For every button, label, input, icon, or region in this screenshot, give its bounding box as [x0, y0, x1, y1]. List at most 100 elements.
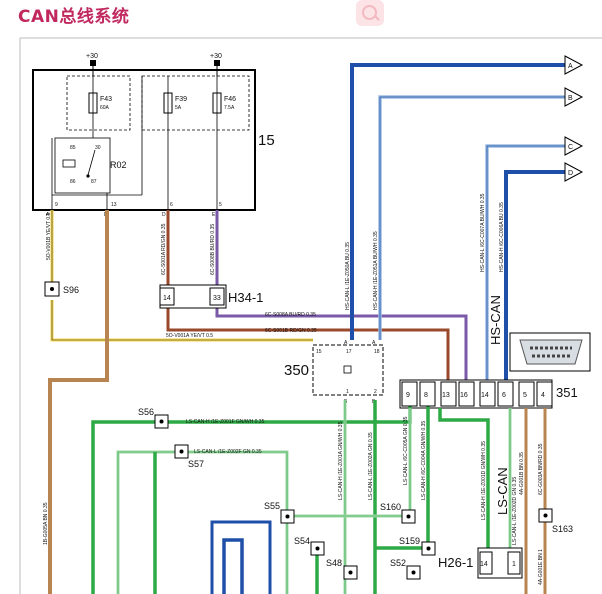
wire-label-6c008a: 6C-S008A BU/RD 0.35 [265, 312, 316, 318]
box15-pin-9: 9 [55, 202, 58, 208]
connector-351-label: 351 [556, 385, 578, 400]
wire-label-5o: 5O-V001B YE/VT 0.5 [46, 212, 52, 260]
box15-pin-6: 6 [170, 202, 173, 208]
wire-label-4a1: 4A-G001B BN 0.35 [519, 452, 525, 495]
wire-brown-ground [524, 408, 547, 594]
connector-351-pins: 9 8 13 16 14 6 5 4 [401, 381, 553, 407]
m350-pin-17: 17 [346, 349, 352, 355]
fuse-f46-rating: 7.5A [224, 105, 235, 111]
wire-label-1b: 1B-G005A BN 0.35 [43, 502, 49, 545]
wire-label-hsl2: HS-CAN-L /6C-C007A BU/WH 0.35 [480, 193, 486, 272]
splice-s56: S56 [138, 407, 169, 429]
splice-s52: S52 [390, 558, 421, 580]
wire-label-ls3: LS-CAN-H /1E-Z001A GN/WH 0.35 [338, 421, 344, 500]
arrow-d-label: D [568, 170, 573, 177]
fuse-f39-rating: 5A [175, 105, 182, 111]
splice-s55-label: S55 [264, 501, 280, 511]
m351-pin-9: 9 [406, 392, 410, 399]
m351-pin-8: 8 [424, 392, 428, 399]
wire-label-5o001a: 5O-V001A YE/VT 0.5 [166, 333, 213, 339]
splice-s96-label: S96 [63, 285, 79, 295]
m350-pin-18: 18 [374, 349, 380, 355]
relay-pin-85: 85 [70, 145, 76, 151]
relay-switch-icon [87, 149, 96, 176]
wire-label-ls5: LS-CAN-L /6C-C005A GN 0.35 [403, 416, 409, 485]
wire-label-hsh: HS-CAN-H /1E-Z051A BU/WH 0.35 [373, 231, 379, 310]
wire-label-4a2: 6C-G003A BN/RD 0.35 [538, 443, 544, 495]
h26-pin-1: 1 [512, 561, 516, 568]
wire-yellow [50, 210, 313, 342]
h34-pin-33: 33 [213, 295, 221, 302]
connector-h34-label: H34-1 [228, 290, 263, 305]
ls-can-label: LS-CAN [495, 467, 510, 515]
m350-pin-2: 2 [374, 389, 377, 395]
module-15: 15 +30 +30 F43 60A F39 5A F46 7.5A 85 30… [32, 53, 275, 218]
arrow-a: A [564, 55, 584, 75]
wire-label-hsl: HS-CAN-L /1E-Z050A BU 0.35 [345, 242, 351, 310]
wire-rdgn [166, 210, 450, 380]
module-350: 350 15 A 17 A 18 B 1 B 2 [284, 340, 384, 405]
arrow-a-label: A [568, 63, 573, 70]
box15-pin-5: 5 [219, 202, 222, 208]
splice-s54: S54 [294, 536, 325, 556]
connector-h26: 14 1 H26-1 [438, 547, 523, 579]
fuse-f43-rating: 60A [100, 105, 110, 111]
supply-left-label: +30 [86, 53, 98, 60]
m350-pin-a1: A [344, 340, 348, 346]
wire-label-ls2: LS-CAN-L /1E-Z002F GN 0.35 [194, 449, 262, 455]
module-350-label: 350 [284, 362, 309, 379]
wire-label-ls4: LS-CAN-L /1E-Z002A GN 0.35 [368, 432, 374, 500]
splice-s160: S160 [380, 502, 416, 524]
box15-pin-d2: D [162, 212, 166, 218]
relay-pin-86: 86 [70, 179, 76, 185]
relay-coil-icon [62, 159, 76, 168]
zoom-button[interactable] [356, 0, 384, 26]
arrow-d: D [564, 162, 584, 182]
relay-pin-30: 30 [95, 145, 101, 151]
page-title: CAN总线系统 [18, 7, 130, 27]
relay-pin-87: 87 [91, 179, 97, 185]
connector-h26-label: H26-1 [438, 555, 473, 570]
supply-right-label: +30 [210, 53, 222, 60]
wire-label-6c001b: 6C-S001B RD/GN 0.35 [265, 328, 317, 334]
arrow-b-label: B [568, 95, 573, 102]
wire-burd [215, 210, 468, 380]
m351-pin-16: 16 [460, 392, 468, 399]
splice-s163: S163 [538, 508, 573, 534]
m350-pin-15: 15 [316, 349, 322, 355]
wire-label-4a3: 4A-G001E BN 1 [538, 549, 544, 585]
fuse-group-box [141, 75, 250, 131]
wire-label-ls8: LS-CAN-L /1E-Z002D GN 0.35 [512, 477, 518, 545]
splice-s160-label: S160 [380, 502, 401, 512]
module-15-outline [32, 69, 256, 211]
fuse-f43-box [66, 75, 131, 131]
wire-label-ls1: LS-CAN-H /1E-Z001F GN/WH 0.35 [186, 419, 265, 425]
m351-pin-13: 13 [442, 392, 450, 399]
splice-s52-label: S52 [390, 558, 406, 568]
box15-pin-e: E [212, 212, 216, 218]
wire-label-hsh2: HS-CAN-H /6C-C006A BU 0.35 [499, 202, 505, 272]
splice-s55: S55 [264, 501, 295, 524]
wire-hs-can-h [378, 95, 565, 340]
m350-pin-1: 1 [346, 389, 349, 395]
splice-s159: S159 [399, 536, 436, 556]
splice-s57-label: S57 [188, 459, 204, 469]
wire-label-ls6: LS-CAN-H /6C-C004A GN/WH 0.35 [421, 421, 427, 500]
wire-hs-can-l [350, 63, 565, 340]
relay-r02-box [54, 137, 111, 194]
arrow-c-label: C [568, 144, 573, 151]
wire-hs-can-h2 [504, 170, 565, 380]
splice-s56-label: S56 [138, 407, 154, 417]
arrow-c: C [564, 136, 584, 156]
fuse-f43-name: F43 [100, 96, 112, 103]
hs-can-label: HS-CAN [488, 295, 503, 345]
m351-pin-14: 14 [481, 392, 489, 399]
h26-pin-14: 14 [480, 561, 488, 568]
box15-pin-13: 13 [111, 202, 117, 208]
m351-pin-4: 4 [541, 392, 545, 399]
splice-s163-label: S163 [552, 524, 573, 534]
relay-r02-name: R02 [110, 160, 127, 170]
m351-pin-5: 5 [523, 392, 527, 399]
wire-label-6c2: 6C-S008B BU/RD 0.35 [210, 224, 216, 275]
